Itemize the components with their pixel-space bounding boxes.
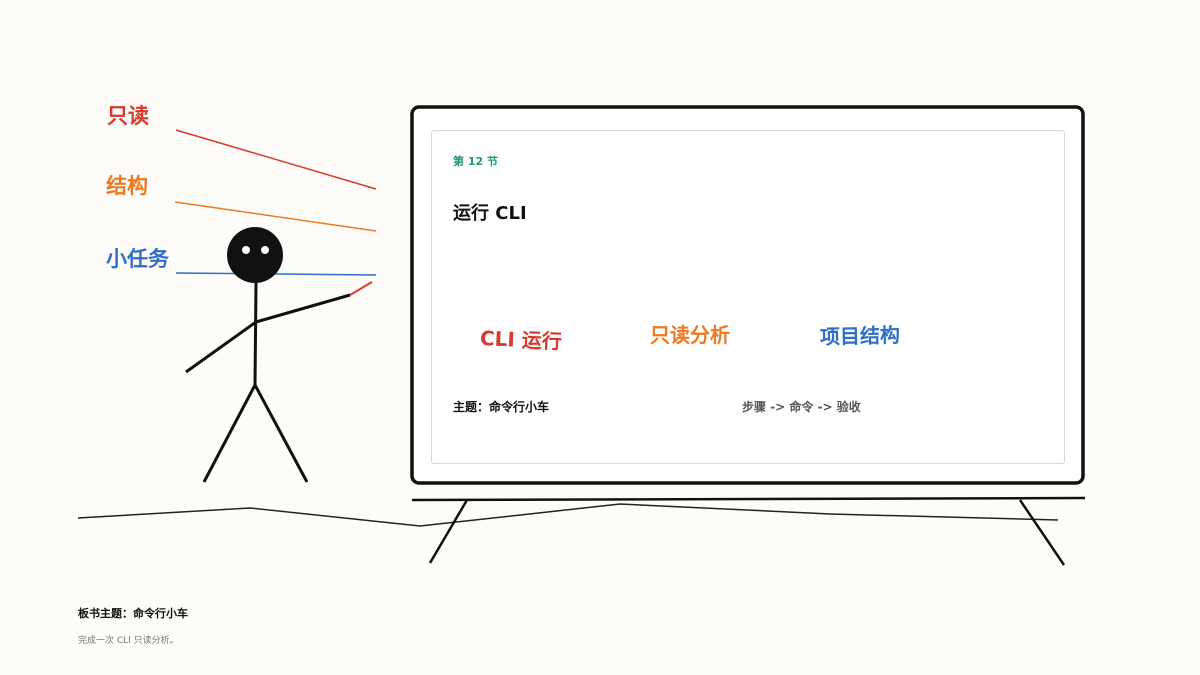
figure-body [253,282,258,386]
tv-screen: 第 12 节 运行 CLI CLI 运行 只读分析 项目结构 主题：命令行小车 … [431,130,1065,464]
stick-figure [185,227,373,483]
figure-arm-left [185,320,257,374]
tv-leg-left [428,499,469,564]
section-tag: 第 12 节 [453,155,498,168]
keyword-project-structure: 项目结构 [819,322,901,349]
figure-leg-left [202,384,257,483]
tv-leg-right [1018,499,1066,566]
flow-text: 步骤 -> 命令 -> 验收 [742,400,861,414]
footer-title: 板书主题：命令行小车 [78,607,188,620]
ground-line [77,503,1059,527]
label-structure: 结构 [106,174,148,198]
figure-head [227,227,283,283]
label-small-task: 小任务 [106,247,169,271]
figure-leg-right [253,384,309,483]
figure-eye-right [261,246,269,254]
figure-arm-right [255,293,351,324]
topic-text: 主题：命令行小车 [453,400,550,414]
figure-eye-left [242,246,250,254]
figure-pointer-stick [349,281,373,296]
task-pointer-line [175,272,377,276]
tv-stand-bar [411,496,1086,502]
structure-pointer-line [174,201,377,232]
screen-title: 运行 CLI [453,203,527,224]
keyword-readonly-analysis: 只读分析 [650,323,730,347]
readonly-pointer-line [175,129,377,190]
footer-description: 完成一次 CLI 只读分析。 [78,636,179,646]
label-readonly: 只读 [107,104,149,128]
keyword-cli-run: CLI 运行 [479,326,563,354]
